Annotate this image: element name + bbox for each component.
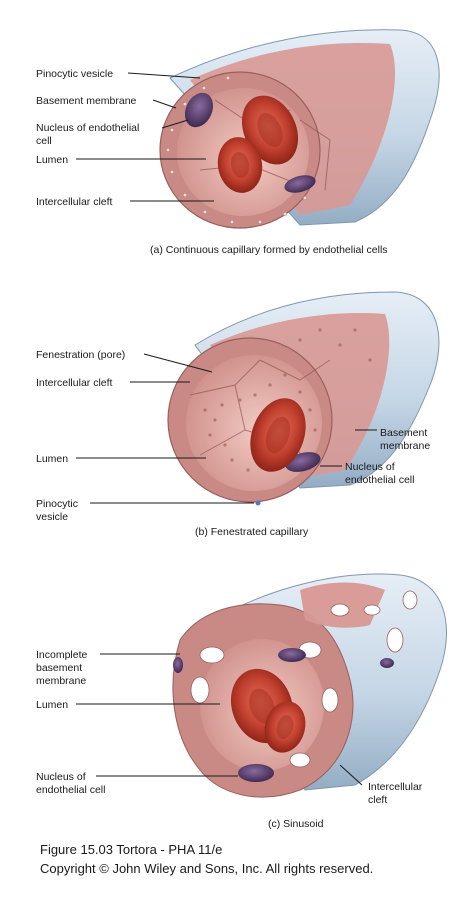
panel-c-nucleus-upper: [278, 648, 306, 662]
panel-b-fenestrations: [203, 328, 372, 472]
figure-credit-line: Figure 15.03 Tortora - PHA 11/e: [40, 842, 223, 857]
label-a-nucleus-line1: Nucleus of endothelial: [36, 122, 139, 134]
panel-a-rbc-front-dimple: [230, 152, 250, 178]
label-b-nucleus-line2: endothelial cell: [345, 474, 414, 486]
panel-a-vesicle-dots: [165, 75, 308, 224]
label-a-nucleus-line2: cell: [36, 135, 52, 147]
leader-c-cleft: [339, 764, 363, 786]
label-c-cleft-line2: cleft: [368, 794, 387, 806]
label-c-nucleus-line2: endothelial cell: [36, 784, 105, 796]
label-c-lumen: Lumen: [36, 699, 68, 711]
caption-c: (c) Sinusoid: [268, 818, 324, 830]
panel-a-rbc-back-dimple: [257, 113, 283, 147]
label-b-lumen: Lumen: [36, 453, 68, 465]
panel-b-cell-borders: [189, 359, 331, 471]
label-c-cleft-line1: Intercellular: [368, 781, 423, 793]
leader-a-pinocytic-vesicle: [127, 72, 201, 79]
label-b-nucleus-line1: Nucleus of: [345, 461, 395, 473]
leader-a-basement-membrane: [152, 99, 177, 109]
panel-c-nucleus-lower: [238, 764, 274, 782]
panel-a-nucleus-lower: [284, 175, 316, 193]
label-c-incomplete-line2: basement: [36, 662, 82, 674]
panel-b-rbc-dimple: [265, 416, 291, 454]
label-b-intercellular-cleft: Intercellular cleft: [36, 377, 113, 389]
caption-b: (b) Fenestrated capillary: [195, 526, 309, 538]
label-b-pinocytic-line1: Pinocytic: [36, 498, 78, 510]
copyright-line: Copyright © John Wiley and Sons, Inc. Al…: [40, 861, 374, 876]
panel-a-illustration: [159, 29, 440, 229]
label-c-incomplete-line1: Incomplete: [36, 649, 88, 661]
panel-c-illustration: [172, 573, 447, 798]
label-a-basement-membrane: Basement membrane: [36, 95, 137, 107]
label-b-pinocytic-line2: vesicle: [36, 511, 68, 523]
label-a-intercellular-cleft: Intercellular cleft: [36, 196, 113, 208]
label-c-nucleus-line1: Nucleus of: [36, 771, 86, 783]
label-a-pinocytic-vesicle: Pinocytic vesicle: [36, 68, 113, 80]
label-b-basement-line1: Basement: [380, 427, 427, 439]
panel-c-nucleus-left: [173, 657, 183, 673]
label-b-basement-line2: membrane: [380, 440, 430, 452]
leader-b-fenestration: [143, 353, 213, 373]
panel-c-gaps: [190, 590, 418, 768]
label-a-lumen: Lumen: [36, 154, 68, 166]
panel-b-pinocytic-vesicle: [255, 500, 261, 506]
label-c-incomplete-line3: membrane: [36, 675, 86, 687]
panel-c-rbc-back-dimple: [249, 688, 275, 724]
panel-c-rbc-front-dimple: [276, 715, 294, 739]
panel-a-nucleus-upper: [184, 92, 214, 128]
panel-c-nucleus-right: [380, 658, 394, 668]
label-b-fenestration: Fenestration (pore): [36, 349, 125, 361]
panel-b-illustration: [167, 291, 440, 506]
leader-a-nucleus: [161, 119, 189, 129]
caption-a: (a) Continuous capillary formed by endot…: [150, 244, 388, 256]
